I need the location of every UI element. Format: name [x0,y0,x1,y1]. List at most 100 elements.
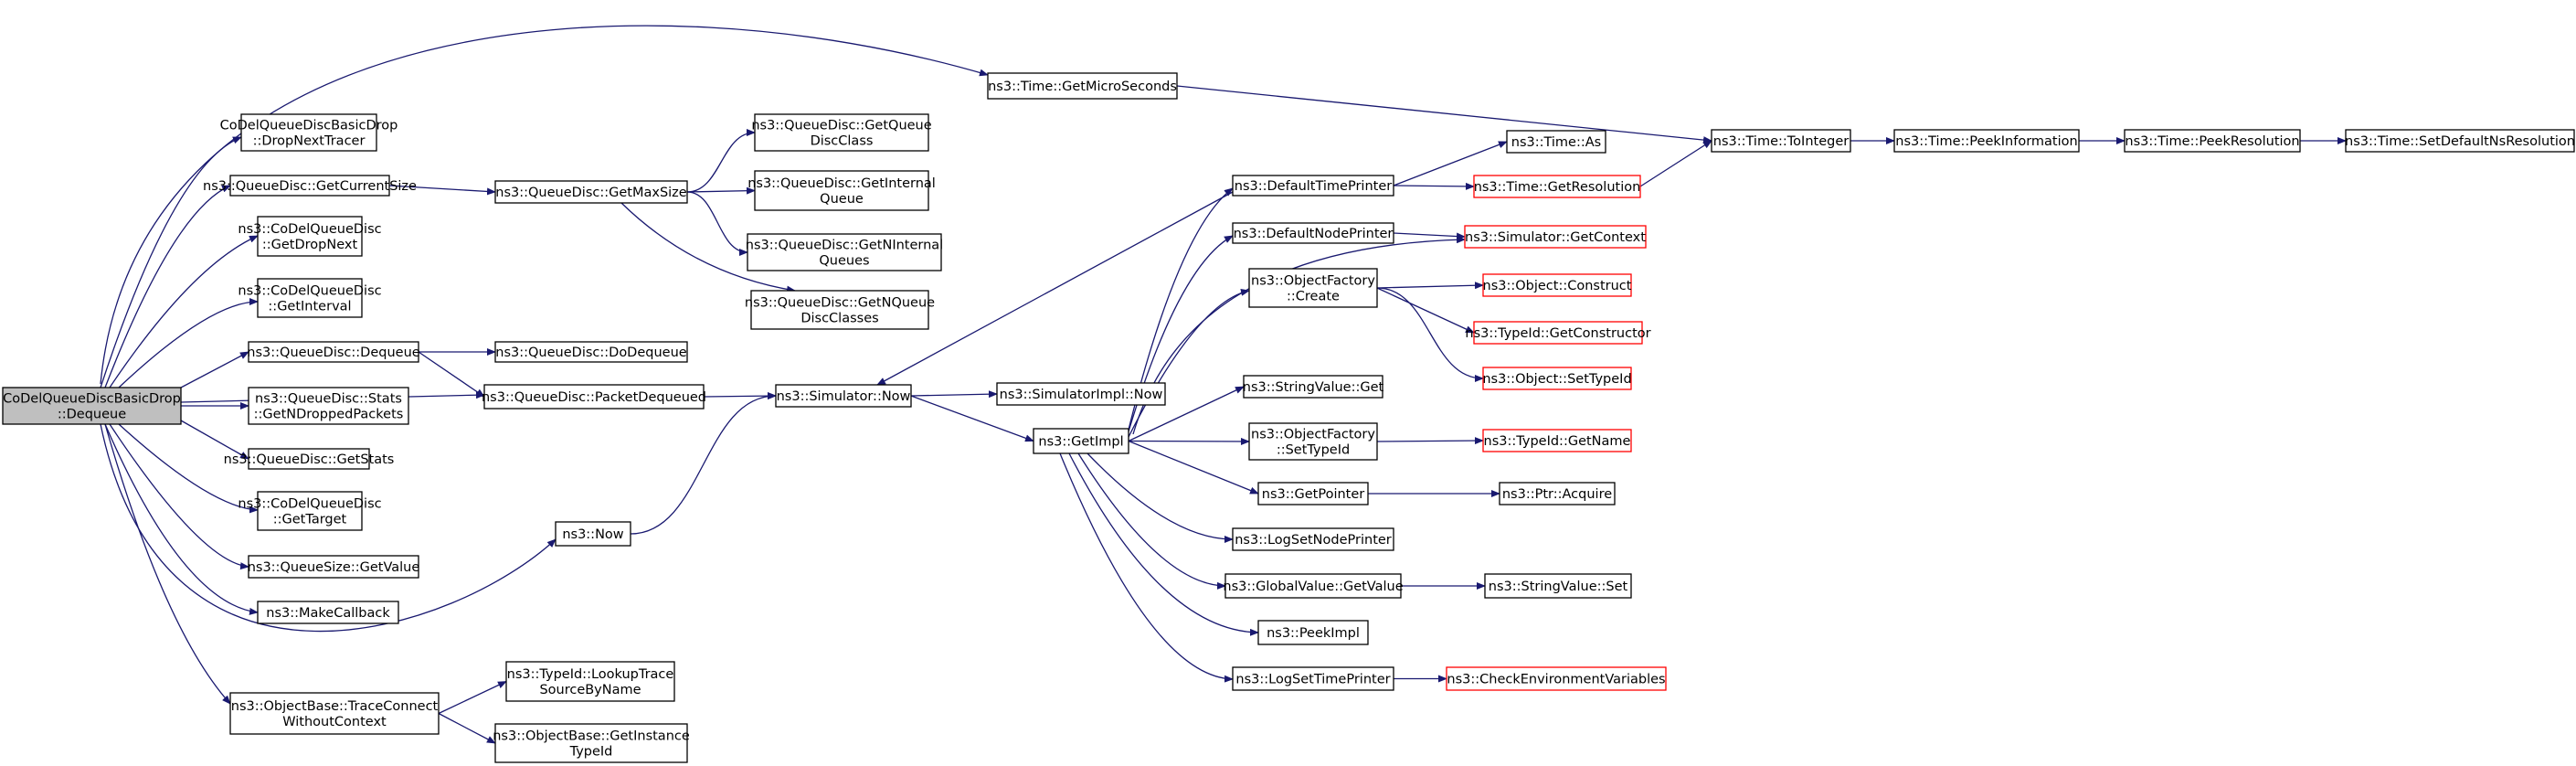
node-simImplNow[interactable]: ns3::SimulatorImpl::Now [996,382,1166,406]
edge-root-to-now [100,423,557,633]
node-label: ::GetTarget [273,513,347,527]
node-logSetTimePrinter[interactable]: ns3::LogSetTimePrinter [1232,666,1394,691]
node-traceConnect[interactable]: ns3::ObjectBase::TraceConnectWithoutCont… [229,692,440,735]
edge-getMaxSize-to-getNInternalQueues [686,191,748,256]
node-getImpl[interactable]: ns3::GetImpl [1033,428,1129,454]
edge-getImpl-to-globalValueGetValue [1077,452,1226,590]
node-box [996,382,1166,406]
node-box [494,341,688,363]
node-label: ns3::QueueDisc::GetMaxSize [495,186,687,200]
node-now[interactable]: ns3::Now [555,521,631,547]
node-label: ns3::QueueDisc::GetQueue [751,119,931,133]
node-box [248,555,419,579]
node-getInterval[interactable]: ns3::CoDelQueueDisc::GetInterval [238,278,382,318]
node-getPointer[interactable]: ns3::GetPointer [1257,482,1369,505]
node-objFactoryCreate[interactable]: ns3::ObjectFactory::Create [1248,268,1378,308]
edge-getImpl-to-stringValueGet [1128,386,1245,442]
node-label: ns3::Simulator::Now [777,389,911,404]
node-checkEnvVars[interactable]: ns3::CheckEnvironmentVariables [1446,666,1667,691]
node-getNDropped[interactable]: ns3::QueueDisc::Stats::GetNDroppedPacket… [248,387,409,425]
node-box [257,278,363,318]
node-getCurrentSize[interactable]: ns3::QueueDisc::GetCurrentSize [203,175,417,197]
node-getContext[interactable]: ns3::Simulator::GetContext [1464,225,1647,249]
node-doDequeue[interactable]: ns3::QueueDisc::DoDequeue [494,341,688,363]
node-label: ns3::Now [562,527,623,542]
node-label: ns3::Ptr::Acquire [1502,487,1612,502]
node-label: ns3::QueueDisc::PacketDequeued [482,390,706,405]
node-label: ns3::SimulatorImpl::Now [1000,388,1163,402]
node-box [240,113,377,152]
node-box [1224,573,1402,599]
node-qdDequeue[interactable]: ns3::QueueDisc::Dequeue [247,341,420,363]
node-makeCallback[interactable]: ns3::MakeCallback [257,601,399,624]
node-box [248,341,419,363]
edge-defaultNodePrinter-to-getContext [1393,232,1466,240]
node-label: ns3::LogSetNodePrinter [1235,533,1392,548]
node-box [2345,129,2575,153]
node-box [1482,367,1632,390]
node-peekImpl[interactable]: ns3::PeekImpl [1257,620,1369,645]
node-box [1446,666,1667,691]
node-box [2124,129,2301,153]
node-box [2,387,182,425]
node-timeAs[interactable]: ns3::Time::As [1506,130,1606,154]
node-label: ns3::GetImpl [1038,435,1123,450]
node-label: ns3::CoDelQueueDisc [238,284,381,299]
node-label: ns3::LogSetTimePrinter [1235,673,1390,687]
node-simNow[interactable]: ns3::Simulator::Now [775,384,912,408]
node-getMaxSize[interactable]: ns3::QueueDisc::GetMaxSize [494,180,688,204]
node-defaultNodePrinter[interactable]: ns3::DefaultNodePrinter [1232,222,1394,244]
node-label: ::SetTypeId [1277,443,1350,458]
node-getDropNext[interactable]: ns3::CoDelQueueDisc::GetDropNext [238,216,382,257]
node-peekResolution[interactable]: ns3::Time::PeekResolution [2124,129,2301,153]
node-getStats[interactable]: ns3::QueueDisc::GetStats [224,448,395,470]
edge-root-to-makeCallback [104,423,259,615]
edge-traceConnect-to-getInstanceTypeId [438,712,496,744]
node-box [775,384,912,408]
node-setDefaultNsResolution[interactable]: ns3::Time::SetDefaultNsResolution [2345,129,2575,153]
node-packetDequeued[interactable]: ns3::QueueDisc::PacketDequeued [482,384,706,410]
node-objConstruct[interactable]: ns3::Object::Construct [1482,273,1632,297]
edge-defaultTimePrinter-to-timeAs [1393,141,1508,186]
node-label: ns3::QueueDisc::GetNInternal [746,239,943,253]
node-stringValueSet[interactable]: ns3::StringValue::Set [1484,573,1632,599]
node-label: ns3::Simulator::GetContext [1465,230,1646,245]
node-getMicroSeconds[interactable]: ns3::Time::GetMicroSeconds [987,72,1178,100]
edge-getImpl-to-logSetNodePrinter [1087,452,1234,543]
node-box [229,692,440,735]
node-label: ns3::QueueDisc::GetInternal [747,176,936,191]
node-getConstructor[interactable]: ns3::TypeId::GetConstructor [1465,321,1651,345]
edge-getCurrentSize-to-getMaxSize [388,185,496,196]
node-label: ::GetDropNext [262,238,358,252]
node-peekInformation[interactable]: ns3::Time::PeekInformation [1893,129,2080,153]
node-getResolution[interactable]: ns3::Time::GetResolution [1473,175,1641,198]
node-label: DiscClasses [800,312,878,326]
node-box [1473,321,1643,345]
node-objFactorySetTypeId[interactable]: ns3::ObjectFactory::SetTypeId [1248,422,1378,461]
node-root[interactable]: CoDelQueueDiscBasicDrop::Dequeue [2,387,182,425]
edge-defaultTimePrinter-to-simNow [876,191,1234,386]
node-toInteger[interactable]: ns3::Time::ToInteger [1711,129,1851,153]
node-qsGetValue[interactable]: ns3::QueueSize::GetValue [248,555,420,579]
edge-root-to-getCurrentSize [104,185,231,388]
node-getTarget[interactable]: ns3::CoDelQueueDisc::GetTarget [238,491,382,531]
node-logSetNodePrinter[interactable]: ns3::LogSetNodePrinter [1232,527,1394,551]
node-box [1248,422,1378,461]
node-dropNextTracer[interactable]: CoDelQueueDiscBasicDrop::DropNextTracer [220,113,398,152]
edge-simNow-to-getImpl [910,395,1034,442]
node-objSetTypeId[interactable]: ns3::Object::SetTypeId [1482,367,1632,390]
node-stringValueGet[interactable]: ns3::StringValue::Get [1243,375,1384,399]
node-globalValueGetValue[interactable]: ns3::GlobalValue::GetValue [1223,573,1404,599]
node-defaultTimePrinter[interactable]: ns3::DefaultTimePrinter [1232,175,1394,197]
edge-getMaxSize-to-getNQueueDiscClasses [620,202,796,293]
node-box [747,233,942,271]
node-box [555,521,631,547]
node-ptrAcquire[interactable]: ns3::Ptr::Acquire [1499,482,1616,505]
node-typeIdGetName[interactable]: ns3::TypeId::GetName [1482,429,1632,452]
